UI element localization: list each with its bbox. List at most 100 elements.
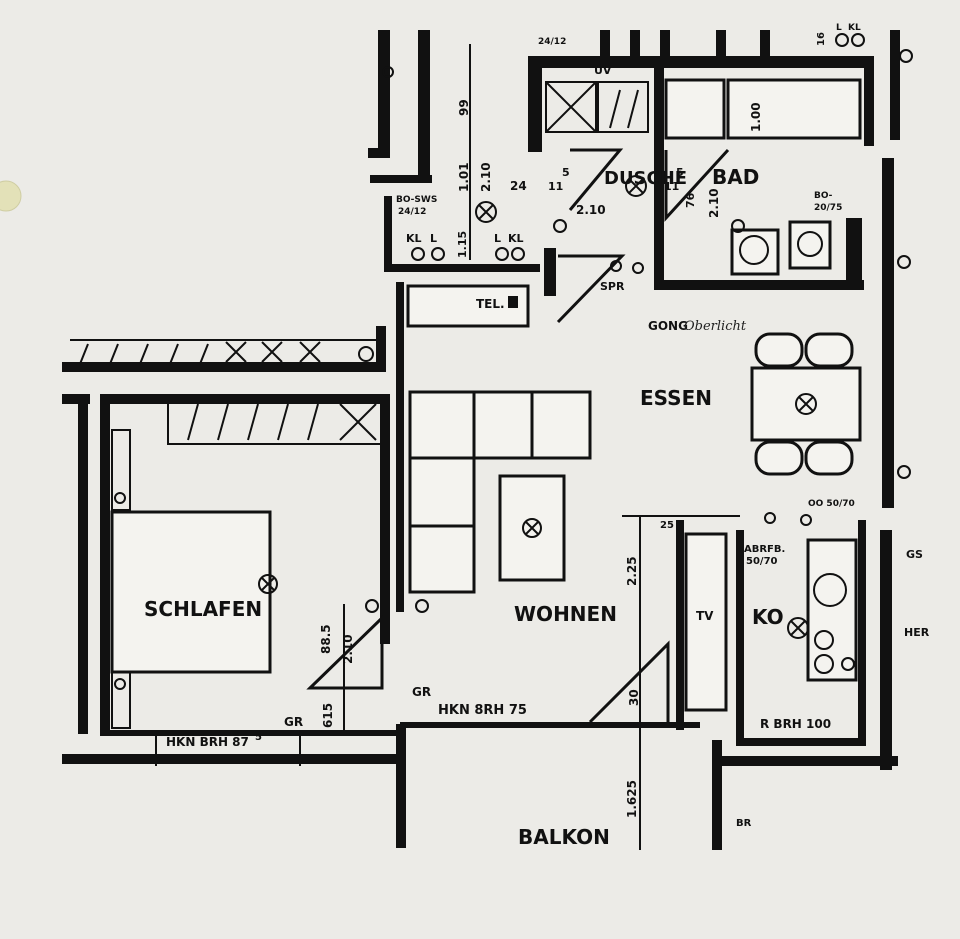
gong-note: Oberlicht (684, 319, 747, 334)
her-label: HER (904, 626, 930, 639)
wall-segment (890, 30, 900, 140)
dimension-label: 1.625 (625, 780, 639, 818)
wardrobe (111, 429, 131, 511)
wall-segment (380, 394, 390, 644)
kitchen-counter (806, 538, 858, 682)
wall-segment (378, 30, 390, 150)
uv-label: UV (594, 64, 612, 77)
dimension-label: 5 (562, 166, 570, 179)
wall-segment (712, 740, 722, 850)
bath-fixtures (475, 78, 862, 280)
wardrobe (111, 671, 131, 729)
kl-label-top: KL (848, 23, 861, 33)
wall-segment (62, 394, 90, 404)
wall-segment (396, 282, 404, 612)
gr-label-right: GR (412, 685, 431, 699)
ceiling-light-icon (787, 617, 809, 639)
wall-segment (654, 68, 664, 290)
wall-segment (880, 530, 892, 770)
room-label-kueche: KO (752, 605, 784, 629)
room-label-balkon: BALKON (518, 825, 610, 849)
dimension-label: 2.10 (707, 188, 721, 218)
hkn-left-sup: 5 (255, 732, 262, 743)
dimension-label: 2.10 (479, 162, 493, 192)
windows (70, 81, 649, 445)
dimension-label: 1.15 (456, 231, 469, 258)
top-size-label: 24/12 (538, 37, 566, 47)
dimension-label: 25 (660, 520, 674, 531)
wall-segment (62, 362, 380, 372)
ceiling-light-icon (261, 577, 275, 591)
abrfb-size-label: 50/70 (746, 556, 778, 567)
wall-segment (528, 56, 868, 68)
room-label-wohnen: WOHNEN (514, 602, 617, 626)
bo-bad-size-label: 20/75 (814, 203, 842, 213)
wall-segment (370, 175, 432, 183)
room-label-schlafen: SCHLAFEN (144, 597, 262, 621)
l-label-right: L (494, 232, 501, 245)
wall-segment (418, 30, 430, 178)
wall-segment (400, 722, 700, 728)
dimension-label: 30 (627, 689, 641, 706)
wall-segment (62, 754, 402, 764)
wall-segment (676, 520, 684, 730)
dimension-label: 11 (664, 180, 679, 193)
room-label-bad: BAD (712, 165, 759, 189)
wall-segment (864, 56, 874, 146)
wall-segment (630, 30, 640, 58)
bed (110, 510, 272, 674)
bo-bad-label: BO- (814, 191, 833, 201)
gong-label: GONG (648, 319, 688, 333)
dimension-lines (155, 44, 740, 850)
br-label: BR (736, 818, 752, 829)
dimension-label: 5 (676, 166, 684, 179)
room-label-essen: ESSEN (640, 386, 712, 410)
wall-segment (384, 264, 540, 272)
hkn-mid-label: HKN 8RH 75 (438, 703, 527, 718)
ceiling-light-icon (522, 518, 542, 538)
kl-label-right: KL (508, 232, 524, 245)
dimension-label: 2.25 (625, 556, 639, 586)
sofa (408, 390, 592, 594)
wall-segment (736, 530, 744, 744)
punch-hole (0, 180, 22, 212)
dimension-label: 16 (816, 32, 827, 46)
dimension-label: 2.10 (341, 634, 355, 664)
wall-segment (760, 30, 770, 58)
dimension-label: 1.00 (749, 102, 763, 132)
bo-sws-label: BO-SWS (396, 195, 437, 205)
kl-label-left: KL (406, 232, 422, 245)
hkn-left-label: HKN BRH 87 (166, 735, 249, 749)
wall-segment (660, 30, 670, 58)
wall-segment (100, 394, 110, 734)
wall-segment (376, 326, 386, 372)
wall-segment (544, 248, 556, 296)
wall-segment (736, 738, 866, 746)
spr-label: SPR (600, 280, 625, 293)
tel-label: TEL. (476, 297, 505, 311)
wall-segment (396, 724, 406, 848)
dimension-label: 615 (321, 703, 335, 728)
wall-segment (78, 394, 88, 734)
dimension-label: 1.01 (457, 162, 471, 192)
stove-icon (841, 657, 855, 671)
l-label-top: L (836, 23, 842, 33)
door-swings (306, 148, 730, 724)
dining-table (750, 332, 862, 476)
stove-icon (814, 654, 834, 674)
l-label-left: L (430, 232, 437, 245)
phone-icon (508, 296, 518, 308)
stove-icon (814, 630, 834, 650)
abrfb-label: ABRFB. (744, 544, 785, 555)
dimension-label: 11 (548, 180, 563, 193)
dimension-label: 2.10 (576, 203, 606, 217)
wall-segment (600, 30, 610, 58)
wall-segment (654, 280, 864, 290)
oo-label: OO 50/70 (808, 499, 855, 509)
r-brh-label: R BRH 100 (760, 717, 831, 731)
tv-label: TV (696, 609, 714, 623)
dimension-label: 76 (684, 192, 697, 208)
room-label-dusche: DUSCHE (604, 168, 687, 189)
dimension-label: 88.5 (319, 624, 333, 654)
